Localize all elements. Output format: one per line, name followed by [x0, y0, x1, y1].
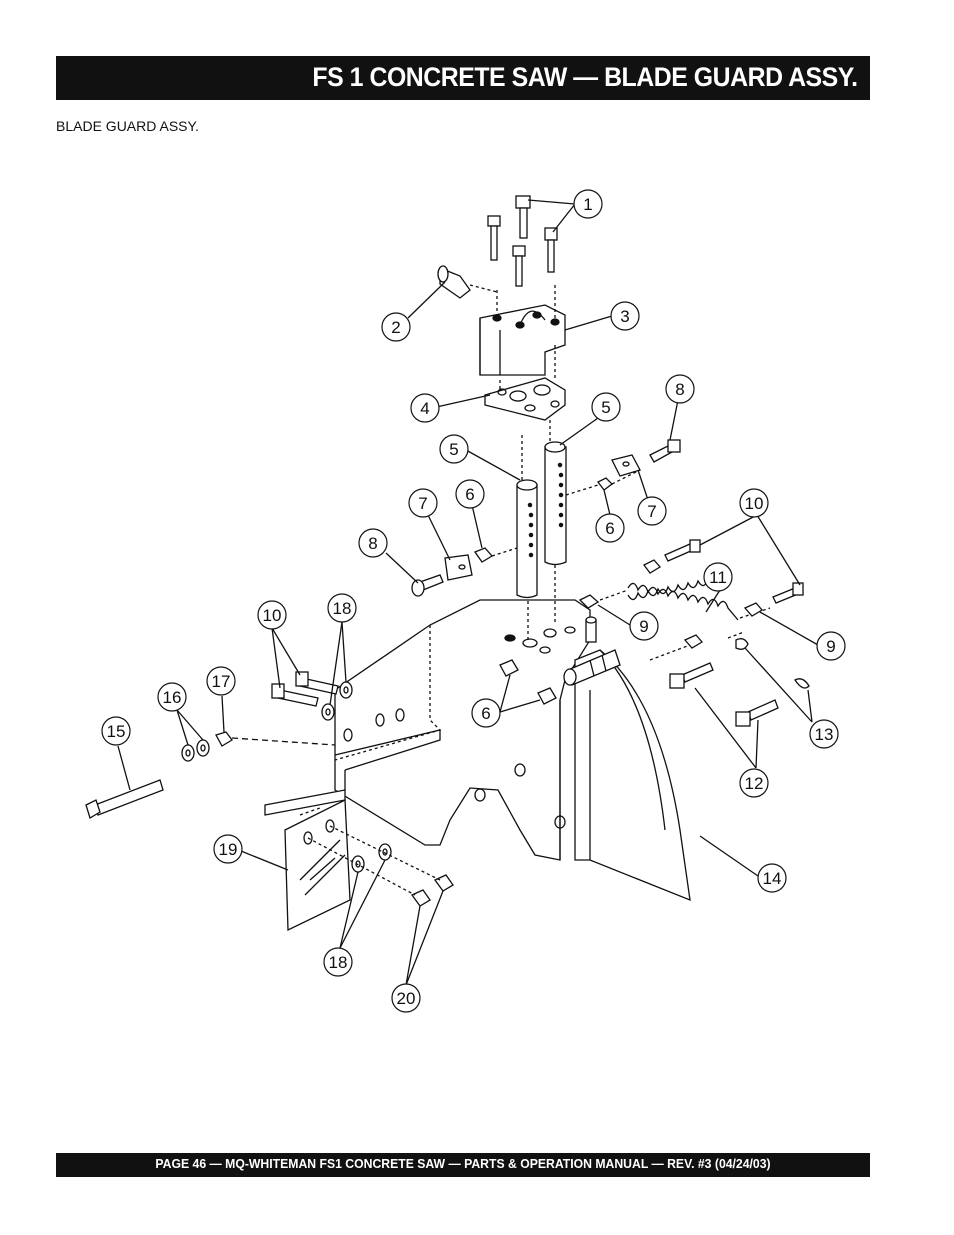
center-nuts: [499, 659, 557, 705]
callout-17: 17: [206, 666, 236, 696]
callout-3: 3: [610, 301, 640, 331]
callout-1: 1: [573, 189, 603, 219]
callout-11: 11: [703, 562, 733, 592]
svg-text:17: 17: [212, 672, 231, 691]
svg-text:4: 4: [420, 399, 429, 418]
callout-18-lower: 18: [323, 947, 353, 977]
blade-guard-body: [334, 599, 691, 902]
clamp-hardware-right: [565, 439, 681, 496]
callout-7-right: 7: [637, 496, 667, 526]
callout-15: 15: [101, 716, 131, 746]
svg-text:6: 6: [465, 485, 474, 504]
callout-6-upper-left: 6: [455, 479, 485, 509]
section-label: BLADE GUARD ASSY.: [56, 118, 199, 134]
footer-text: PAGE 46 — MQ-WHITEMAN FS1 CONCRETE SAW —…: [155, 1156, 771, 1171]
callout-18-upper: 18: [327, 593, 357, 623]
svg-text:6: 6: [481, 704, 490, 723]
callout-8-left: 8: [358, 528, 388, 558]
svg-text:13: 13: [815, 725, 834, 744]
callout-13: 13: [809, 719, 839, 749]
callout-6-upper-right: 6: [595, 513, 625, 543]
page-title: FS 1 CONCRETE SAW — BLADE GUARD ASSY.: [312, 62, 859, 92]
svg-text:5: 5: [449, 440, 458, 459]
callout-5-right: 5: [591, 392, 621, 422]
callout-4: 4: [410, 393, 440, 423]
grease-fitting: [437, 265, 498, 299]
callout-2: 2: [381, 312, 411, 342]
callouts: 1 2 3 4 5 5 8 6 7 6 7 8 10 11 10 18 9 9 …: [101, 189, 846, 1013]
left-hardware: [85, 671, 353, 819]
svg-text:14: 14: [763, 869, 782, 888]
callout-10-right: 10: [739, 488, 769, 518]
clamp-hardware-left: [411, 547, 518, 597]
svg-text:7: 7: [418, 494, 427, 513]
svg-text:11: 11: [709, 568, 727, 587]
svg-text:12: 12: [745, 774, 764, 793]
svg-text:15: 15: [107, 722, 126, 741]
svg-text:10: 10: [745, 494, 764, 513]
callout-8-right: 8: [665, 374, 695, 404]
svg-text:18: 18: [329, 953, 348, 972]
callout-9-center: 9: [629, 611, 659, 641]
callout-9-right: 9: [816, 631, 846, 661]
svg-text:9: 9: [826, 637, 835, 656]
callout-5-left: 5: [439, 434, 469, 464]
svg-text:8: 8: [675, 380, 684, 399]
callout-20: 20: [391, 983, 421, 1013]
page-header: FS 1 CONCRETE SAW — BLADE GUARD ASSY.: [56, 56, 870, 100]
sight-window: [264, 789, 454, 932]
svg-text:20: 20: [397, 989, 416, 1008]
bolts-1: [487, 195, 558, 287]
spring-assembly: [578, 539, 810, 727]
guard-tubes: [516, 441, 567, 599]
callout-12: 12: [739, 768, 769, 798]
svg-text:6: 6: [605, 519, 614, 538]
svg-text:7: 7: [647, 502, 656, 521]
page-footer: PAGE 46 — MQ-WHITEMAN FS1 CONCRETE SAW —…: [56, 1153, 870, 1177]
callout-10-left: 10: [257, 600, 287, 630]
callout-14: 14: [757, 863, 787, 893]
callout-7-left: 7: [408, 488, 438, 518]
svg-text:9: 9: [639, 617, 648, 636]
callout-16: 16: [157, 682, 187, 712]
svg-text:16: 16: [163, 688, 182, 707]
top-bracket-assembly: [479, 285, 566, 640]
svg-text:8: 8: [368, 534, 377, 553]
svg-text:2: 2: [391, 318, 400, 337]
svg-text:10: 10: [263, 606, 282, 625]
leader-lines: [117, 199, 819, 986]
svg-text:19: 19: [219, 840, 238, 859]
callout-19: 19: [213, 834, 243, 864]
svg-text:3: 3: [620, 307, 629, 326]
svg-text:5: 5: [601, 398, 610, 417]
callout-6-lower: 6: [471, 698, 501, 728]
svg-text:18: 18: [333, 599, 352, 618]
svg-text:1: 1: [583, 195, 592, 214]
